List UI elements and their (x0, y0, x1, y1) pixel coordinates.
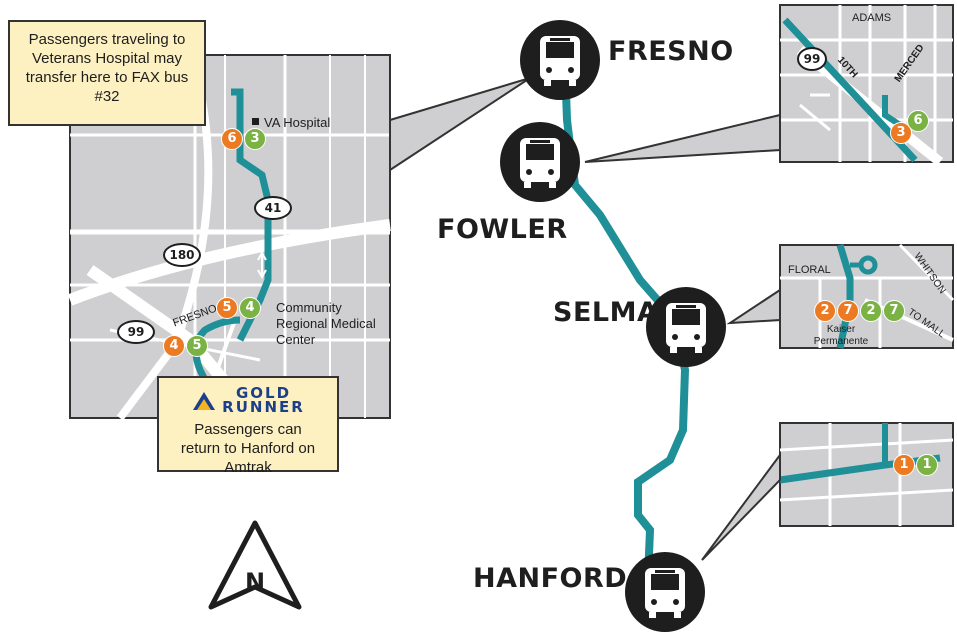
stop-marker-5[interactable]: 5 (216, 297, 238, 319)
highway-shield-99: 99 (117, 320, 155, 344)
stop-marker-1[interactable]: 1 (893, 454, 915, 476)
medical-center-label: Community Regional Medical Center (276, 300, 376, 347)
gold-runner-mark-icon (193, 392, 216, 410)
logo-line2: RUNNER (222, 398, 305, 416)
stop-marker-6[interactable]: 6 (221, 128, 243, 150)
selma-inset (779, 243, 955, 349)
street-label-floral: FLORAL (788, 264, 831, 276)
hanford-inset (779, 422, 954, 527)
callout-amtrak-text: Passengers can return to Hanford on Amtr… (180, 421, 316, 476)
bus-icon (520, 138, 560, 188)
kaiser-permanente-label: Kaiser Permanente (813, 324, 869, 347)
city-label-hanford: HANFORD (473, 563, 628, 594)
fowler-inset (779, 4, 954, 166)
stop-marker-1[interactable]: 1 (916, 454, 938, 476)
highway-shield-99: 99 (797, 47, 827, 71)
city-label-fresno: FRESNO (608, 36, 734, 67)
callout-amtrak-return: GOLD RUNNER Passengers can return to Han… (157, 376, 339, 476)
logo-line1: GOLD (235, 384, 292, 402)
callout-wedges (389, 77, 781, 561)
stop-marker-2[interactable]: 2 (860, 300, 882, 322)
stop-marker-4[interactable]: 4 (163, 335, 185, 357)
station-hanford[interactable] (625, 552, 705, 632)
city-label-selma: SELMA (553, 297, 659, 328)
compass-letter: N (245, 568, 266, 596)
bus-icon (540, 36, 580, 86)
callout-va-transfer: Passengers traveling to Veterans Hospita… (8, 20, 206, 126)
stop-marker-7[interactable]: 7 (837, 300, 859, 322)
stop-marker-3[interactable]: 3 (890, 122, 912, 144)
stop-marker-2[interactable]: 2 (814, 300, 836, 322)
bus-icon (645, 568, 685, 618)
highway-shield-41: 41 (254, 196, 292, 220)
station-selma[interactable] (646, 287, 726, 367)
va-hospital-label: VA Hospital (264, 115, 331, 130)
street-label-adams: ADAMS (852, 12, 892, 24)
stop-marker-7[interactable]: 7 (883, 300, 905, 322)
stop-marker-4[interactable]: 4 (239, 297, 261, 319)
stop-marker-3[interactable]: 3 (244, 128, 266, 150)
stop-marker-5[interactable]: 5 (186, 335, 208, 357)
bus-icon (666, 303, 706, 353)
gold-runner-logo: GOLD RUNNER (167, 384, 329, 416)
fresno-inset (67, 54, 391, 422)
city-label-fowler: FOWLER (437, 214, 568, 245)
north-arrow-icon (208, 520, 302, 610)
station-fresno[interactable] (520, 20, 600, 100)
stop-marker-6[interactable]: 6 (907, 110, 929, 132)
station-fowler[interactable] (500, 122, 580, 202)
highway-shield-180: 180 (163, 243, 201, 267)
